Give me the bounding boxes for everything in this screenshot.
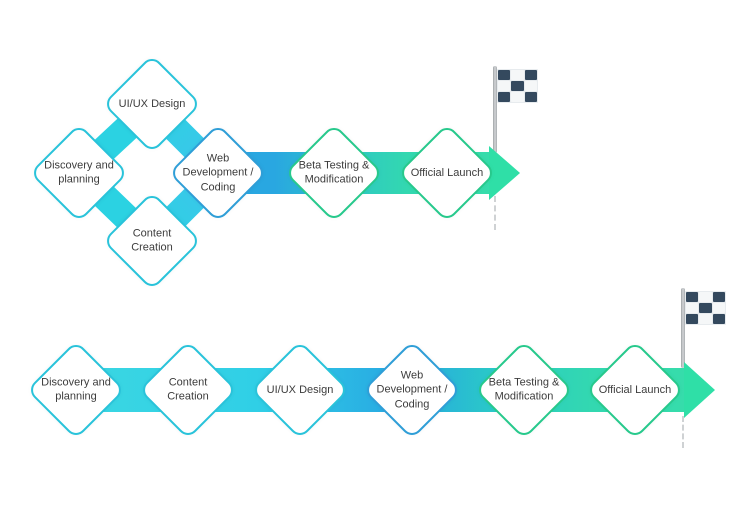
milestone-official-launch: Official Launch <box>397 123 497 223</box>
milestone-label: Official Launch <box>598 383 672 396</box>
milestone-label: Discovery and planning <box>44 159 114 186</box>
milestone-label: Web Development / Coding <box>182 152 254 194</box>
milestone-label: Official Launch <box>410 166 484 179</box>
flag-pole <box>681 288 685 368</box>
milestone-web-development: Web Development / Coding <box>362 340 462 440</box>
milestone-uiux-design: UI/UX Design <box>250 340 350 440</box>
dashed-guide-line <box>682 416 684 448</box>
milestone-label: UI/UX Design <box>118 97 186 110</box>
milestone-web-development: Web Development / Coding <box>168 123 268 223</box>
milestone-label: UI/UX Design <box>266 383 334 396</box>
milestone-label: Beta Testing & Modification <box>298 159 370 186</box>
milestone-content-creation: Content Creation <box>138 340 238 440</box>
milestone-discovery-planning: Discovery and planning <box>26 340 126 440</box>
milestone-label: Web Development / Coding <box>376 369 448 411</box>
checkered-flag-icon <box>497 69 538 103</box>
milestone-discovery-planning: Discovery and planning <box>29 123 129 223</box>
milestone-label: Beta Testing & Modification <box>488 376 560 403</box>
checkered-flag-icon <box>685 291 726 325</box>
milestone-label: Content Creation <box>131 227 173 254</box>
milestone-label: Discovery and planning <box>41 376 111 403</box>
flag-pole <box>493 66 497 153</box>
milestone-uiux-design: UI/UX Design <box>102 54 202 154</box>
milestone-label: Content Creation <box>167 376 209 403</box>
arrow-head-icon <box>489 146 520 200</box>
dashed-guide-line <box>494 196 496 230</box>
arrow-head-icon <box>684 362 715 418</box>
milestone-official-launch: Official Launch <box>585 340 685 440</box>
milestone-beta-testing: Beta Testing & Modification <box>284 123 384 223</box>
milestone-beta-testing: Beta Testing & Modification <box>474 340 574 440</box>
milestone-content-creation: Content Creation <box>102 191 202 291</box>
